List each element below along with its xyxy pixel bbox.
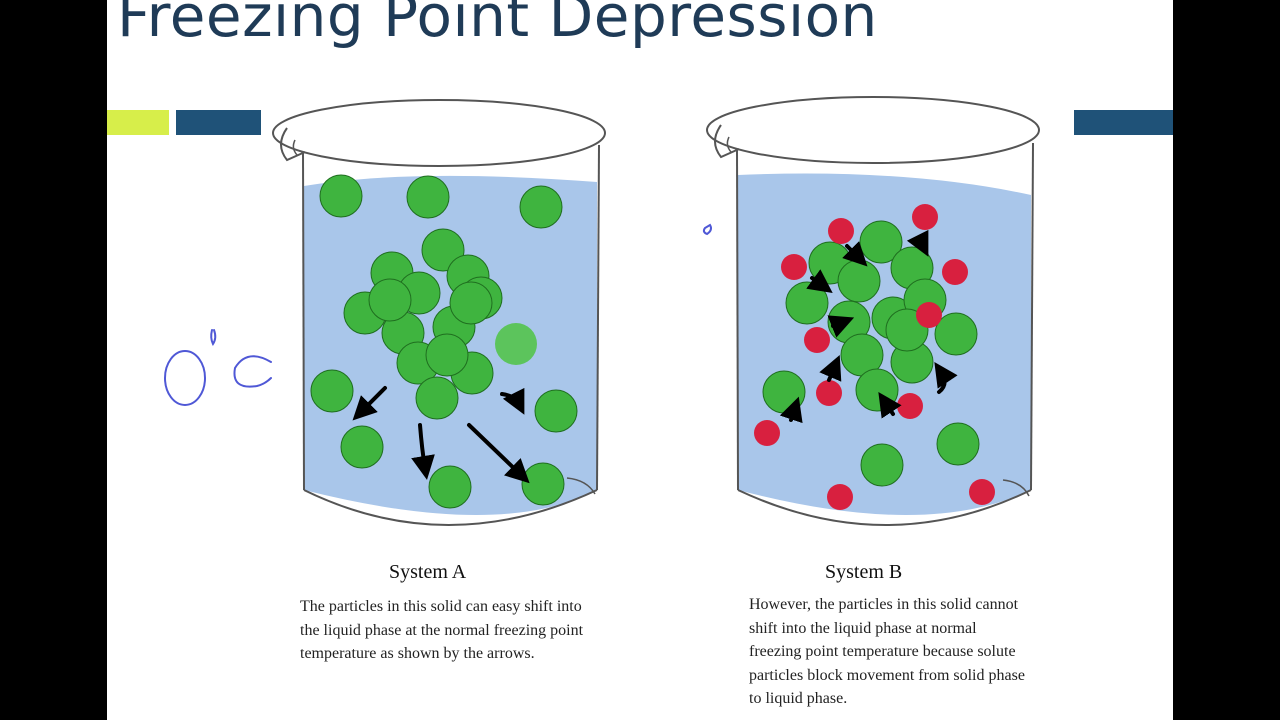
solvent-particle <box>319 174 363 218</box>
solvent-particle <box>785 281 829 325</box>
particles-system-a <box>310 174 578 509</box>
solvent-particle <box>368 278 412 322</box>
solvent-particle <box>534 389 578 433</box>
solute-particle <box>781 254 807 280</box>
system-b-description: However, the particles in this solid can… <box>749 596 1025 707</box>
solvent-particle <box>855 368 899 412</box>
solvent-particle <box>406 175 450 219</box>
particles-system-b <box>754 204 995 510</box>
solute-particle <box>916 302 942 328</box>
accent-bar-navy-right <box>1074 110 1173 135</box>
slide: Freezing Point Depression <box>107 0 1173 720</box>
solvent-particle <box>449 281 493 325</box>
beaker-system-b <box>706 96 1040 526</box>
system-a-title: System A <box>389 561 467 583</box>
solute-particle <box>969 479 995 505</box>
solvent-particle <box>936 422 980 466</box>
solvent-particle <box>425 333 469 377</box>
system-b-title: System B <box>825 561 903 583</box>
solvent-particle <box>415 376 459 420</box>
accent-bar-lime <box>107 110 169 135</box>
solute-particle <box>754 420 780 446</box>
solvent-particle <box>340 425 384 469</box>
solute-particle <box>827 484 853 510</box>
solute-particle <box>912 204 938 230</box>
handwritten-annotation-0c <box>164 223 712 406</box>
solvent-particle <box>428 465 472 509</box>
system-a-description: The particles in this solid can easy shi… <box>300 598 584 662</box>
solvent-particle <box>495 323 537 365</box>
solute-particle <box>942 259 968 285</box>
solvent-particle <box>310 369 354 413</box>
arrows-system-a <box>352 386 530 484</box>
arrows-system-b <box>779 229 958 424</box>
solvent-particle <box>934 312 978 356</box>
solvent-particle <box>762 370 806 414</box>
solute-particle <box>816 380 842 406</box>
solvent-particle <box>837 259 881 303</box>
solvent-particle <box>521 462 565 506</box>
beaker-system-a <box>272 99 606 526</box>
solute-particle <box>804 327 830 353</box>
solvent-particle <box>860 443 904 487</box>
beaker-diagram <box>164 96 1040 526</box>
slide-title: Freezing Point Depression <box>117 0 878 50</box>
solute-particle <box>828 218 854 244</box>
solvent-particle <box>519 185 563 229</box>
accent-bar-navy-left <box>176 110 261 135</box>
solute-particle <box>897 393 923 419</box>
